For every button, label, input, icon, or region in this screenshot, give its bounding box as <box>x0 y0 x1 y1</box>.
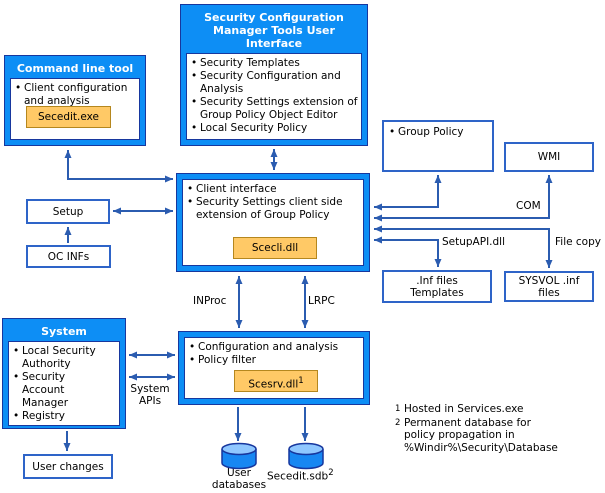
label-system-apis-line2: APIs <box>138 395 162 407</box>
panel-config-analysis: Configuration and analysis Policy filter… <box>178 331 370 405</box>
box-sysvol-line2: files <box>538 286 560 299</box>
footnote-2: 2 Permanent database for policy propagat… <box>395 417 580 455</box>
database-cylinder-secedit-top <box>288 442 324 456</box>
box-inf-files-line1: .Inf files <box>416 274 458 287</box>
label-secedit-sdb-footnote-ref: 2 <box>328 468 334 478</box>
label-system-apis: System APIs <box>124 383 176 407</box>
label-system-apis-line1: System <box>130 383 170 395</box>
panel-config-analysis-body: Configuration and analysis Policy filter <box>184 337 364 399</box>
label-user-databases: User databases <box>209 467 269 491</box>
arrow-setupapi-inffiles-client <box>374 236 442 267</box>
database-cylinder-user-top <box>221 442 257 456</box>
footnotes: 1 Hosted in Services.exe 2 Permanent dat… <box>395 403 580 455</box>
box-sysvol-line1: SYSVOL .inf <box>518 274 580 287</box>
footnote-1-text: Hosted in Services.exe <box>404 403 524 415</box>
footnote-1-marker: 1 <box>395 404 401 414</box>
panel-scm-ui-body: Security Templates Security Configuratio… <box>186 53 362 140</box>
chip-scesrv-dll: Scesrv.dll1 <box>234 370 318 392</box>
chip-scesrv-footnote-ref: 1 <box>298 376 304 386</box>
panel-command-line-tool: Command line tool Client configuration a… <box>4 55 146 146</box>
arrow-grouppolicy-client <box>374 175 442 211</box>
panel-scm-ui: Security Configuration Manager Tools Use… <box>180 4 368 146</box>
panel-command-line-tool-title: Command line tool <box>16 62 134 75</box>
database-cylinder-secedit <box>288 449 324 470</box>
label-secedit-sdb: Secedit.sdb2 <box>267 467 334 483</box>
scm-bullet: Security Settings extension of Group Pol… <box>190 96 359 122</box>
label-inproc: INProc <box>193 295 227 307</box>
box-setup: Setup <box>26 199 110 224</box>
chip-scesrv-label: Scesrv.dll <box>248 378 299 391</box>
database-cylinder-user <box>221 449 257 470</box>
box-wmi: WMI <box>504 142 594 172</box>
panel-system-title: System <box>41 325 87 338</box>
system-bullet: Security Account Manager <box>12 371 117 410</box>
scm-bullet: Local Security Policy <box>190 122 359 135</box>
box-inf-files-templates: .Inf files Templates <box>382 270 492 303</box>
chip-secedit-exe: Secedit.exe <box>26 106 111 128</box>
box-sysvol-inf-files: SYSVOL .inf files <box>504 271 594 302</box>
client-bullet: Client interface <box>186 183 361 196</box>
panel-system: System Local Security Authority Security… <box>2 318 126 429</box>
scm-bullet: Security Templates <box>190 57 359 70</box>
box-group-policy: Group Policy <box>382 120 494 172</box>
panel-system-body: Local Security Authority Security Accoun… <box>8 341 120 426</box>
system-bullet: Local Security Authority <box>12 345 117 371</box>
arrow-commandline-client <box>64 150 173 183</box>
footnote-2-text: policy propagation in <box>404 429 515 441</box>
label-com: COM <box>516 200 541 212</box>
clt-bullet: Client configuration and analysis <box>14 82 137 108</box>
box-group-policy-label: Group Policy <box>388 126 464 138</box>
footnote-1: 1 Hosted in Services.exe <box>395 403 580 416</box>
arrow-filecopy-sysvol-client <box>374 225 553 268</box>
panel-client-interface: Client interface Security Settings clien… <box>176 173 370 272</box>
panel-scm-ui-title: Security Configuration Manager Tools Use… <box>204 11 344 50</box>
box-inf-files-line2: Templates <box>410 286 464 299</box>
footnote-2-text: Permanent database for <box>404 416 531 429</box>
label-user-databases-line2: databases <box>211 479 267 491</box>
config-bullet: Policy filter <box>188 354 361 367</box>
system-bullet: Registry <box>12 410 117 423</box>
scm-bullet: Security Configuration and Analysis <box>190 70 359 96</box>
config-bullet: Configuration and analysis <box>188 341 361 354</box>
box-oc-infs: OC INFs <box>26 245 111 268</box>
label-user-databases-line1: User <box>227 467 251 479</box>
footnote-2-marker: 2 <box>395 417 401 428</box>
box-user-changes: User changes <box>23 454 113 479</box>
footnote-2-text: %Windir%\Security\Database <box>404 441 558 454</box>
label-setupapi-dll: SetupAPI.dll <box>442 236 506 248</box>
label-file-copy: File copy <box>555 236 601 248</box>
chip-scecli-dll: Scecli.dll <box>233 237 317 259</box>
client-bullet: Security Settings client side extension … <box>186 196 361 222</box>
label-lrpc: LRPC <box>308 295 335 307</box>
label-secedit-sdb-text: Secedit.sdb <box>267 470 329 483</box>
